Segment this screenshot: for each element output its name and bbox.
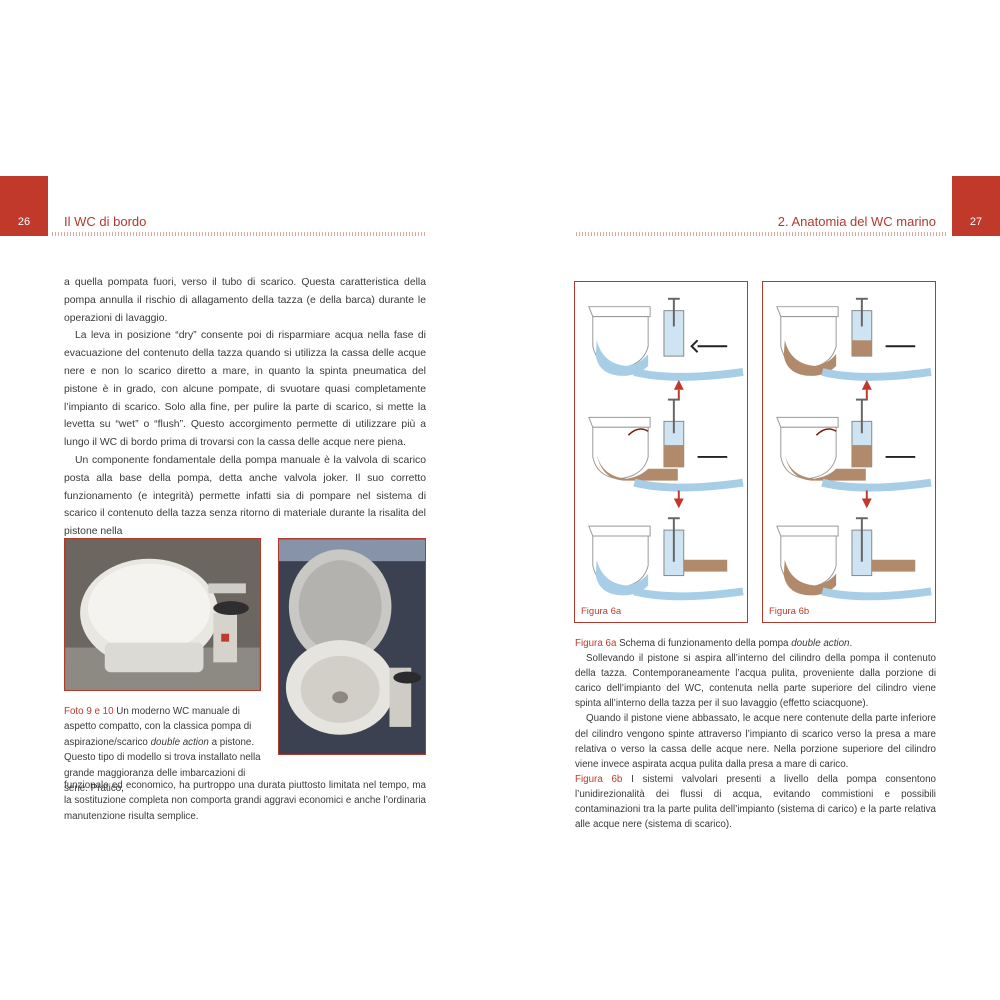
figure-6b-caption: Figura 6b I sistemi valvolari presenti a…: [575, 772, 936, 832]
header-rule-left: [52, 232, 426, 236]
stage-3: [588, 517, 744, 601]
figure-6b-caption-text: I sistemi valvolari presenti a livello d…: [575, 773, 936, 831]
figure-6a-caption-end: .: [849, 638, 853, 649]
figure-6b: Figura 6b: [762, 281, 936, 623]
header-rule-right: [576, 232, 948, 236]
stage-1: [588, 297, 744, 381]
page-number-left: 26: [17, 216, 31, 228]
stage-3: [776, 517, 932, 601]
figure-6a-label: Figura 6a: [581, 606, 622, 617]
page-number-right: 27: [969, 216, 983, 228]
photo-toilet-closed-illustration: [65, 539, 260, 690]
photo-toilet-closed: [64, 538, 261, 691]
photo-caption-text-2: a pistone. Questo tipo di modello si tro…: [64, 736, 261, 795]
running-header-right: 2. Anatomia del WC marino: [777, 214, 936, 229]
paragraph-2: La leva in posizione “dry” consente poi …: [64, 330, 426, 449]
right-paragraph-1: Sollevando il pistone si aspira all’inte…: [575, 653, 936, 710]
paragraph-1: a quella pompata fuori, verso il tubo di…: [64, 277, 426, 324]
page-number-tab-left: 26: [0, 176, 48, 236]
paragraph-3: Un componente fondamentale della pompa m…: [64, 454, 426, 538]
photo-caption: Foto 9 e 10 Un moderno WC manuale di asp…: [64, 704, 262, 796]
stage-1: [776, 297, 932, 381]
photo-caption-continued: funzionale ed economico, ha purtroppo un…: [64, 780, 426, 822]
figure-6a-caption-label: Figura 6a: [575, 638, 617, 649]
photo-caption-label: Foto 9 e 10: [64, 706, 114, 717]
right-body-text: Figura 6a Schema di funzionamento della …: [575, 636, 936, 832]
stage-2: [588, 398, 744, 492]
figure-6a: Figura 6a: [574, 281, 748, 623]
figure-6a-diagram: [588, 297, 744, 601]
page-number-tab-right: 27: [952, 176, 1000, 236]
figure-6a-caption: Figura 6a Schema di funzionamento della …: [575, 636, 936, 651]
running-header-left: Il WC di bordo: [64, 214, 147, 229]
figure-6a-caption-text: Schema di funzionamento della pompa: [616, 638, 792, 649]
figure-6b-diagram: [776, 297, 932, 601]
photo-toilet-open-illustration: [279, 539, 425, 754]
left-body-text: a quella pompata fuori, verso il tubo di…: [64, 274, 426, 541]
figure-6a-caption-italic: double action: [791, 638, 850, 649]
figure-6b-caption-label: Figura 6b: [575, 773, 623, 785]
stage-2: [776, 398, 932, 492]
photo-toilet-open: [278, 538, 426, 755]
right-paragraph-2: Quando il pistone viene abbassato, le ac…: [575, 713, 936, 770]
photo-caption-text-1: Un moderno WC manuale di aspetto compatt…: [64, 706, 252, 748]
photo-caption-italic: double action: [150, 736, 209, 748]
figure-6b-label: Figura 6b: [769, 606, 810, 617]
